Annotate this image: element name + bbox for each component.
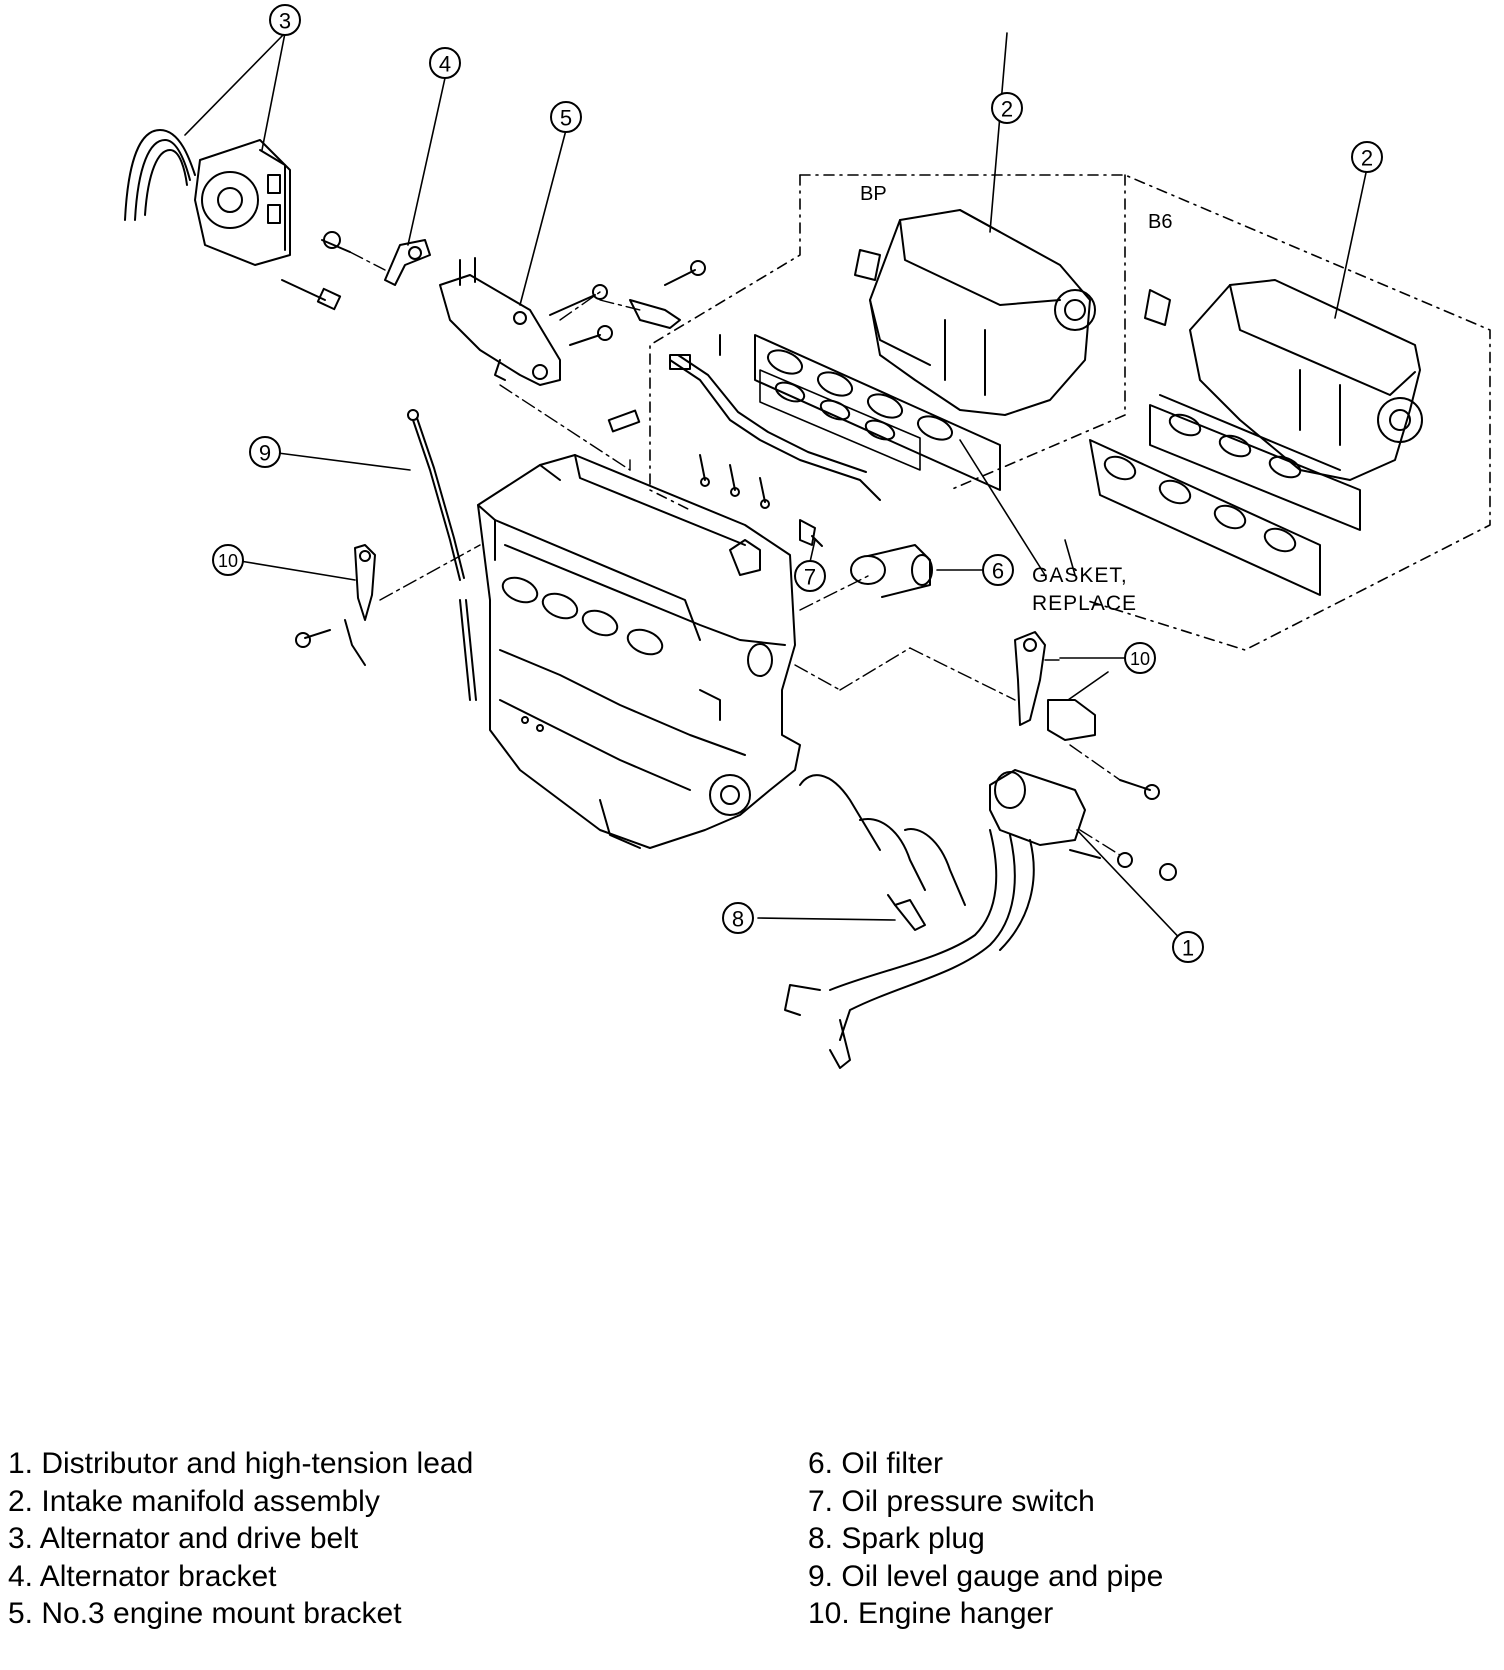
manifold-group-boundary <box>649 174 1491 651</box>
alternator <box>194 139 291 266</box>
legend-item-6: 6. Oil filter <box>808 1447 944 1480</box>
callout-circle-4 <box>429 47 461 79</box>
group-label-b6: B6 <box>1148 211 1172 233</box>
group-label-bp: BP <box>860 183 887 205</box>
legend-item-4: 4. Alternator bracket <box>8 1559 277 1593</box>
callout-circle-8 <box>722 902 754 934</box>
parts-legend: 1. Distributor and high-tension lead 2. … <box>8 1445 1498 1665</box>
callout-circle-2-bp <box>991 92 1023 124</box>
legend-item-8: 8. Spark plug <box>808 1522 985 1555</box>
legend-column-right: 6. Oil filter 7. Oil pressure switch 8. … <box>808 1445 1163 1633</box>
legend-item-2: 2. Intake manifold assembly <box>8 1484 380 1518</box>
oil-pressure-switch <box>799 519 823 547</box>
callout-circle-5 <box>550 101 582 133</box>
callout-circle-7 <box>794 560 826 592</box>
manifold-flange-b6 <box>1149 404 1361 531</box>
legend-item-3: 3. Alternator and drive belt <box>8 1522 359 1555</box>
legend-item-5: 5. No.3 engine mount bracket <box>8 1597 402 1630</box>
mount-bracket-bolts <box>549 260 706 433</box>
callout-circle-3 <box>269 4 301 36</box>
engine-block <box>477 454 801 849</box>
lower-gasket-left <box>759 369 921 471</box>
callout-number-4: 4 <box>439 52 451 77</box>
alignment-lines <box>349 251 1121 856</box>
callout-number-2-bp: 2 <box>1001 97 1013 122</box>
manifold-gasket-bp <box>754 334 1001 491</box>
high-tension-leads <box>784 774 1035 1069</box>
callout-number-9: 9 <box>259 441 271 466</box>
oil-level-gauge <box>407 409 477 701</box>
callout-circle-1 <box>1172 931 1204 963</box>
callout-circle-10-right <box>1124 642 1156 674</box>
spark-plug <box>887 894 926 931</box>
intake-manifold-b6 <box>1144 279 1423 481</box>
leader-lines <box>184 32 1368 948</box>
legend-column-left: 1. Distributor and high-tension lead 2. … <box>8 1445 473 1633</box>
callout-number-10-left: 10 <box>218 551 238 571</box>
manifold-gasket-b6 <box>1089 439 1321 596</box>
callout-circle-6 <box>982 554 1014 586</box>
engine-mount-bracket <box>439 257 561 386</box>
callout-number-8: 8 <box>732 907 744 932</box>
legend-item-9: 9. Oil level gauge and pipe <box>808 1559 1164 1593</box>
callout-number-7: 7 <box>804 565 816 590</box>
drive-belt <box>124 129 196 221</box>
gasket-note-line1: GASKET, <box>1032 564 1128 587</box>
callout-number-6: 6 <box>992 559 1004 584</box>
callout-circle-10-left <box>212 544 244 576</box>
gasket-note-line2: REPLACE <box>1032 592 1137 615</box>
alternator-bracket <box>384 239 431 286</box>
oil-filter <box>850 544 933 598</box>
intake-manifold-bp <box>854 209 1096 416</box>
callout-number-2-b6: 2 <box>1361 146 1373 171</box>
engine-hanger-left <box>295 544 376 666</box>
alternator-bolts <box>281 231 351 311</box>
callout-number-5: 5 <box>560 106 572 131</box>
callout-circle-2-b6 <box>1351 141 1383 173</box>
callout-number-3: 3 <box>279 9 291 34</box>
callout-number-1: 1 <box>1182 936 1194 961</box>
callout-circle-9 <box>249 436 281 468</box>
wiring-harness <box>669 334 881 509</box>
engine-exploded-diagram: BP B6 GASKET, REPLACE 1 2 2 3 4 5 6 7 8 … <box>124 4 1491 1069</box>
legend-item-1: 1. Distributor and high-tension lead <box>8 1447 474 1480</box>
legend-item-10: 10. Engine hanger <box>808 1597 1054 1630</box>
engine-hanger-right <box>1014 631 1160 800</box>
legend-item-7: 7. Oil pressure switch <box>808 1484 1095 1518</box>
distributor <box>989 769 1177 881</box>
callout-number-10-right: 10 <box>1130 649 1150 669</box>
